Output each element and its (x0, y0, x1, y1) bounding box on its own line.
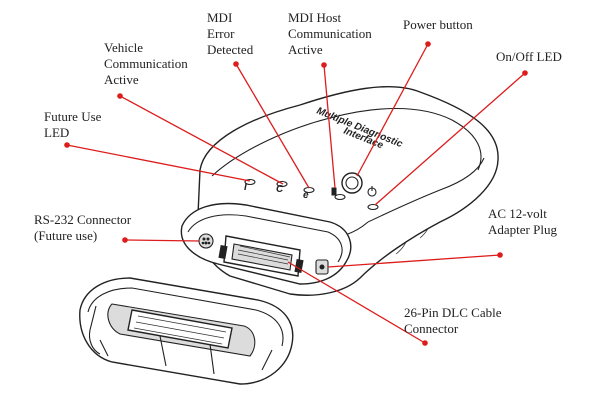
protective-boot (79, 277, 294, 385)
callout-power-button: Power button (403, 17, 473, 32)
svg-text:I: I (244, 182, 247, 193)
callout-text: Connector (404, 321, 459, 336)
callout-text: RS-232 Connector (34, 212, 132, 227)
callout-text: LED (44, 125, 69, 140)
callout-text: MDI Host (288, 10, 341, 25)
callout-text: Detected (207, 42, 254, 57)
callout-text: Communication (104, 56, 188, 71)
callout-vehicle-comm: Vehicle Communication Active (104, 40, 188, 87)
callout-mdi-error: MDI Error Detected (207, 10, 254, 57)
callout-text: On/Off LED (496, 49, 562, 64)
callout-onoff-led: On/Off LED (496, 49, 562, 64)
callout-dlc-connector: 26-Pin DLC Cable Connector (404, 305, 502, 336)
ac-jack (315, 259, 329, 275)
rs232-port (198, 233, 214, 249)
callout-text: Active (104, 72, 139, 87)
callout-text: AC 12-volt (488, 206, 547, 221)
mdi-device: I C e Multiple Diagnostic Interface (180, 86, 499, 296)
callout-text: Error (207, 26, 235, 41)
callout-text: Communication (288, 26, 372, 41)
callout-mdi-host: MDI Host Communication Active (288, 10, 372, 57)
callout-ac-adapter: AC 12-volt Adapter Plug (488, 206, 557, 237)
svg-text:e: e (303, 190, 309, 201)
callout-text: MDI (207, 10, 232, 25)
callout-future-use-led: Future Use LED (44, 109, 102, 140)
svg-text:C: C (276, 184, 284, 195)
callout-text: Adapter Plug (488, 222, 557, 237)
power-button-shape (341, 172, 363, 194)
callout-text: Vehicle (104, 40, 143, 55)
callout-text: Active (288, 42, 323, 57)
callout-text: 26-Pin DLC Cable (404, 305, 502, 320)
callout-leaders (64, 41, 528, 346)
status-leds: I C e (244, 178, 379, 211)
dlc-port (218, 235, 304, 277)
callout-rs232: RS-232 Connector (Future use) (34, 212, 132, 243)
callout-text: Power button (403, 17, 473, 32)
callout-text: (Future use) (34, 228, 97, 243)
callout-text: Future Use (44, 109, 102, 124)
